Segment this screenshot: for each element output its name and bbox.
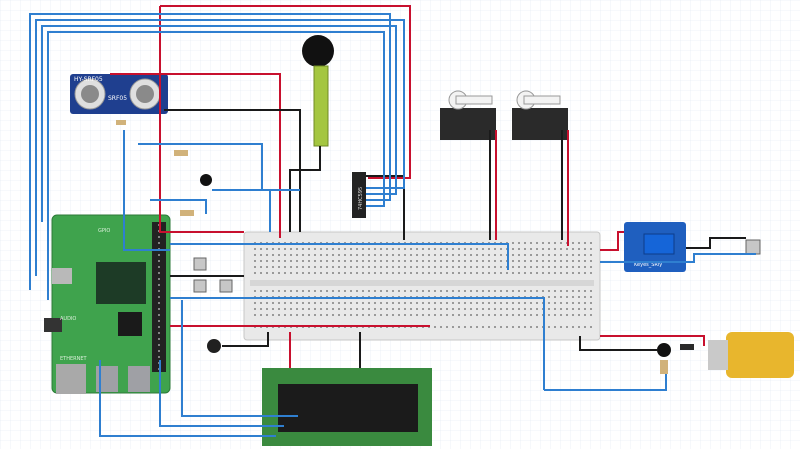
relay-label: Keyes_SRly: [634, 262, 662, 268]
wire-red-power: [159, 6, 244, 233]
temperature-sensor: [200, 174, 212, 186]
servo-motor-1: [440, 90, 496, 140]
push-button-4: [745, 239, 761, 255]
resistor-2: [174, 150, 188, 156]
pi-audio-label: AUDIO: [60, 316, 76, 322]
wire-blue-9: [170, 243, 509, 270]
wire-red-sensor: [110, 73, 281, 238]
potentiometer: [207, 339, 221, 353]
transistor: [657, 343, 671, 357]
relay-module: Keyes_SRly: [624, 222, 686, 272]
wire-black-force: [289, 146, 321, 232]
push-button-1: [193, 257, 207, 271]
wire-black-relay: [686, 237, 746, 249]
wire-blue-lcd-3: [181, 300, 298, 417]
resistor-3: [180, 210, 194, 216]
wire-blue-lcd-2: [159, 360, 284, 427]
wire-blue-transistor: [544, 374, 667, 391]
pi-header-label: GPIO: [98, 228, 110, 234]
resistor-1: [116, 120, 126, 125]
wire-blue-10: [170, 297, 545, 390]
wire-blue-5: [123, 130, 170, 251]
ultrasonic-label: HY-SRF05: [74, 76, 103, 83]
wire-blue-3: [29, 13, 391, 290]
ultrasonic-sensor: HY-SRF05 SRF05: [70, 74, 168, 114]
wire-black-transistor: [579, 336, 658, 351]
ultrasonic-chip-label: SRF05: [108, 95, 127, 102]
mux-chip-label: 74HC595: [358, 187, 364, 210]
wire-blue-8: [150, 199, 207, 214]
wire-blue-relay: [600, 253, 756, 263]
force-sensor: [302, 35, 334, 147]
push-button-3: [219, 279, 233, 293]
wire-red-motor: [600, 335, 705, 346]
wire-blue-4: [47, 31, 385, 300]
wire-blue-1: [41, 25, 397, 222]
wire-blue-7: [212, 189, 271, 232]
wire-blue-6: [138, 143, 300, 191]
wire-blue-2: [35, 19, 405, 276]
wire-red-relay: [600, 231, 624, 251]
breadboard: [243, 231, 601, 341]
wires: [29, 5, 756, 437]
servo-motor-2: [512, 90, 568, 140]
dc-motor: [708, 332, 794, 378]
resistor-4: [660, 360, 668, 374]
raspberry-pi: GPIO AUDIO ETHERNET: [44, 214, 171, 394]
pi-ethernet-label: ETHERNET: [60, 356, 88, 362]
wire-black-pot: [222, 332, 269, 347]
diode: [680, 344, 694, 350]
shift-register-chip: 74HC595: [352, 172, 366, 218]
lcd-display: [262, 368, 432, 446]
wire-blue-lcd-1: [99, 360, 276, 437]
push-button-2: [193, 279, 207, 293]
wire-black-sensor: [164, 109, 301, 232]
